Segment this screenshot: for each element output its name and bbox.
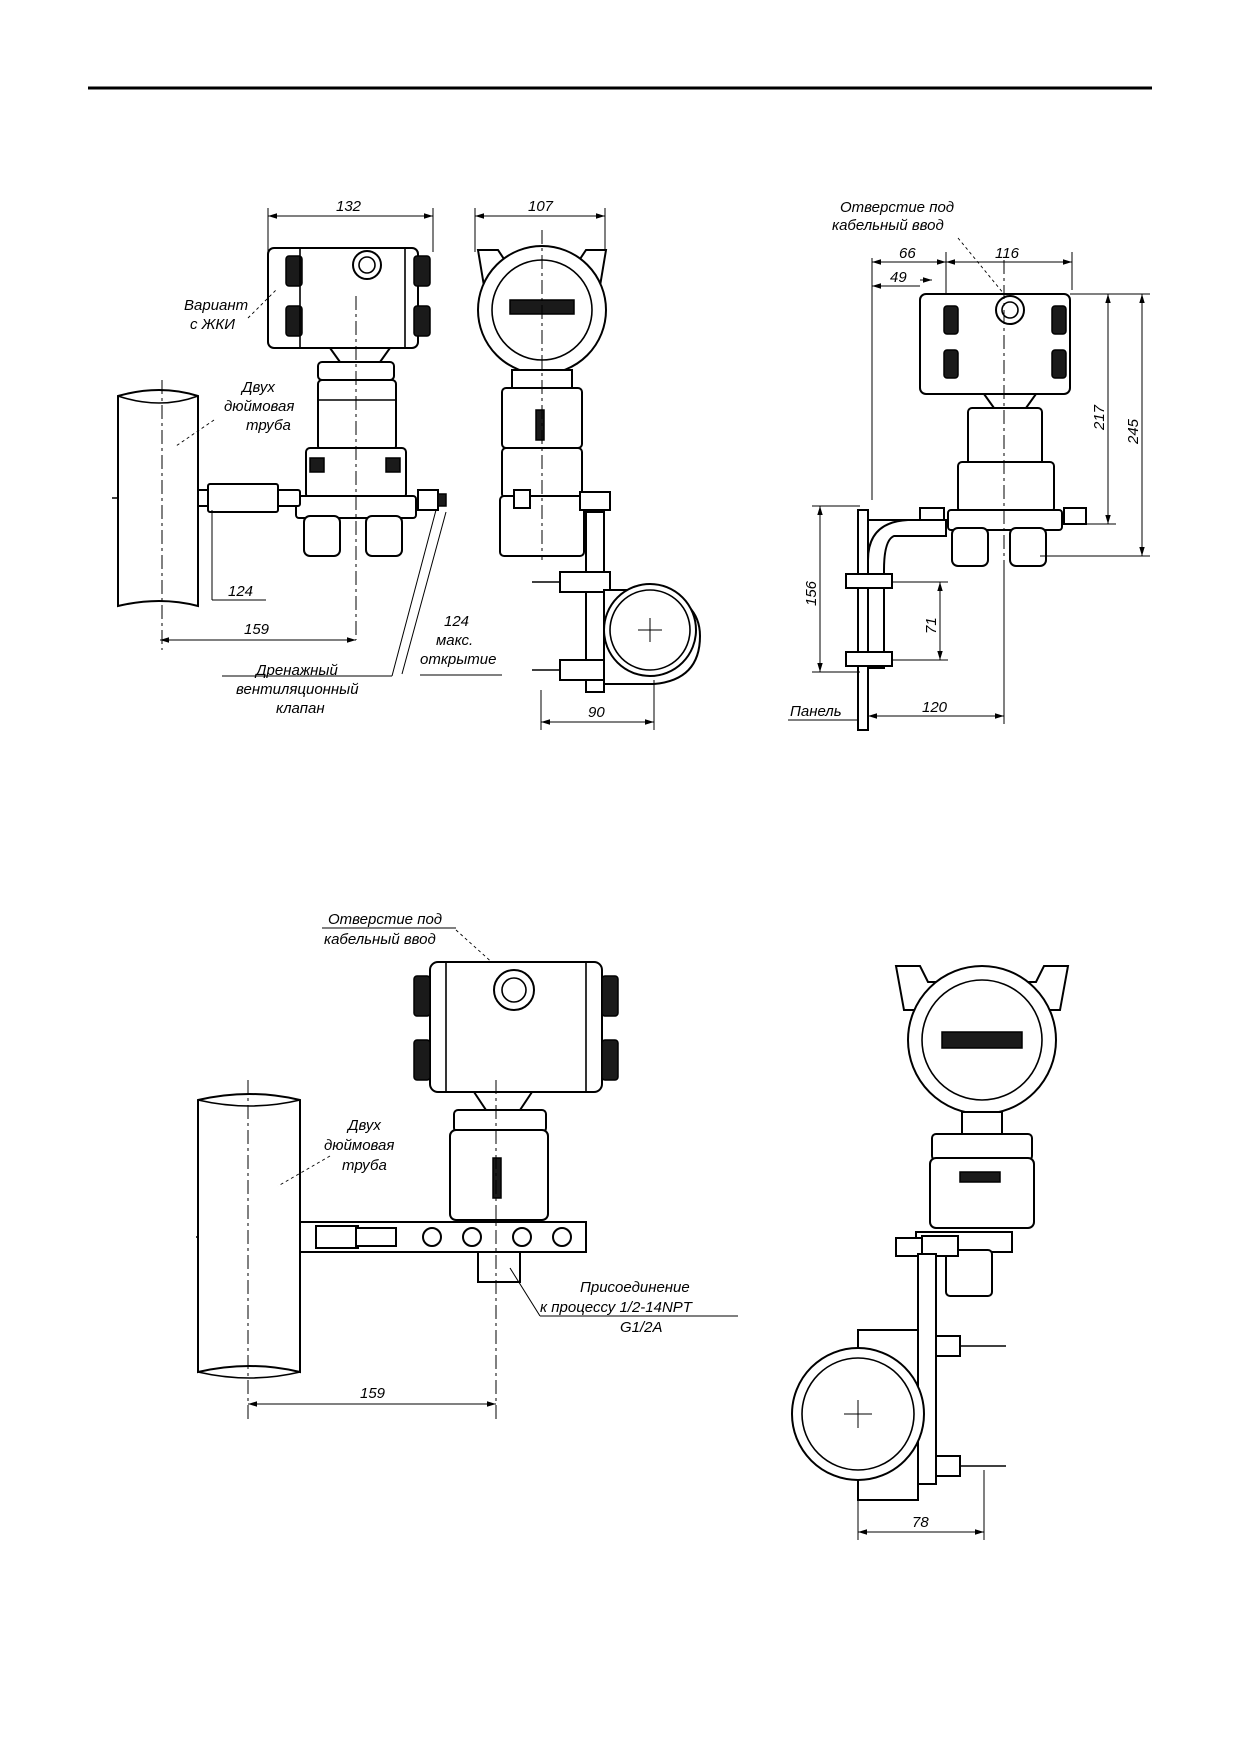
valve-label-3: клапан	[276, 700, 325, 717]
dim-132: 132	[336, 198, 362, 215]
hole-label-1b: Отверстие под	[328, 911, 442, 928]
conn-label-2: к процессу 1/2-14NPT	[540, 1299, 694, 1316]
dim-66: 66	[899, 245, 916, 262]
pipe-label-1: Двух	[240, 379, 275, 396]
pipe-label-2b: дюймовая	[324, 1137, 394, 1154]
hole-label-2b: кабельный ввод	[324, 931, 436, 948]
dim-107: 107	[528, 198, 554, 215]
dim-159: 159	[244, 621, 270, 638]
dim-245: 245	[1125, 418, 1142, 445]
dim-78: 78	[912, 1514, 929, 1531]
dim-90: 90	[588, 704, 605, 721]
figure-4-front-view: 78	[791, 965, 1070, 1540]
figure-1-front-view: 107 90	[474, 198, 702, 730]
variant-label-2: с ЖКИ	[190, 316, 235, 333]
pipe-label-1b: Двух	[346, 1117, 381, 1134]
figure-2-panel-mount: Отверстие под кабельный ввод 66 116 49	[788, 199, 1150, 731]
valve-label-2: вентиляционный	[236, 681, 359, 698]
figure-3-pipe-mount: Отверстие под кабельный ввод Двух	[196, 911, 738, 1420]
hole-label-1: Отверстие под	[840, 199, 954, 216]
conn-label-1: Присоединение	[580, 1279, 690, 1296]
dim-124: 124	[228, 583, 253, 600]
dim-217: 217	[1091, 404, 1108, 431]
pipe-label-3b: труба	[342, 1157, 387, 1174]
valve-label-1: Дренажный	[254, 662, 338, 679]
dim-120: 120	[922, 699, 948, 716]
max-open-2: макс.	[436, 632, 473, 649]
max-open-3: открытие	[420, 651, 496, 668]
panel-label: Панель	[790, 703, 842, 720]
figure-1-side-view: 132 Вариа	[112, 198, 502, 717]
pipe-label-2: дюймовая	[224, 398, 294, 415]
pipe-label-3: труба	[246, 417, 291, 434]
dim-156: 156	[803, 580, 820, 606]
dim-71: 71	[923, 617, 940, 634]
hole-label-2: кабельный ввод	[832, 217, 944, 234]
dim-49: 49	[890, 269, 907, 286]
max-open-1: 124	[444, 613, 469, 630]
dim-159b: 159	[360, 1385, 386, 1402]
dim-116: 116	[995, 245, 1020, 262]
variant-label-1: Вариант	[184, 297, 248, 314]
conn-label-3: G1/2A	[620, 1319, 663, 1336]
